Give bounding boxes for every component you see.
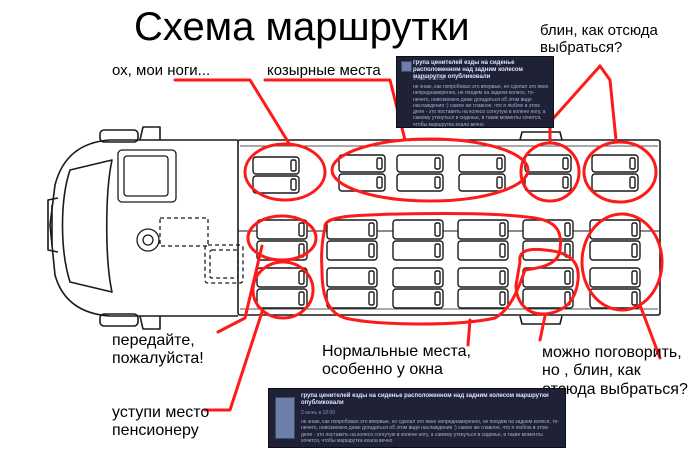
seat	[589, 267, 641, 288]
annotation-pass-please: передайте, пожалуйста!	[112, 332, 204, 368]
seat-back	[434, 243, 441, 258]
outline-best-seats	[330, 137, 530, 203]
outline-pass-seat	[246, 214, 318, 262]
seat	[256, 288, 308, 309]
outline-rear-top-2	[582, 140, 658, 204]
connector-normal	[466, 318, 472, 347]
post-date: 1 янв. в 16:00	[413, 76, 445, 82]
seat-back	[434, 176, 441, 189]
connector-best	[263, 78, 407, 142]
post-image-icon	[275, 397, 295, 439]
driver-area	[117, 149, 244, 284]
seat-back	[434, 157, 441, 170]
post-avatar-icon	[401, 61, 412, 72]
post-date: 2 июнь в 18:00	[301, 410, 336, 416]
connector-legs	[173, 78, 292, 147]
seats	[252, 154, 641, 309]
seat	[591, 154, 639, 173]
seat	[589, 240, 641, 261]
post-card-top: група ценителей езды на сиденье располож…	[396, 56, 554, 128]
seat	[458, 154, 506, 173]
seat-back	[499, 243, 506, 258]
post-body: не знаю, как попробовал это впервые, но …	[413, 84, 549, 128]
connector-talk-1	[538, 314, 547, 342]
post-card-bottom: група ценителей езды на сиденье располож…	[268, 388, 566, 448]
seat-back	[631, 291, 638, 306]
seat	[252, 175, 300, 194]
seat-back	[290, 178, 297, 191]
seat-back	[368, 270, 375, 285]
seat-back	[496, 157, 503, 170]
seat-back	[368, 222, 375, 237]
annotation-talk: можно поговорить, но , блин, как отсюда …	[542, 344, 688, 398]
seat	[252, 156, 300, 175]
outline-talk-seats	[514, 247, 580, 316]
page-title: Схема маршрутки	[134, 5, 470, 49]
seat-back	[368, 291, 375, 306]
seat-back	[298, 270, 305, 285]
seat	[457, 267, 509, 288]
seat	[458, 173, 506, 192]
connector-exit-1	[598, 64, 618, 142]
seat	[457, 219, 509, 240]
seat-back	[434, 222, 441, 237]
seat-back	[376, 157, 383, 170]
outline-normal-seats	[320, 211, 563, 326]
seat-back	[499, 270, 506, 285]
seat	[392, 240, 444, 261]
post-title: група ценителей езды на сиденье располож…	[301, 393, 549, 407]
seat-back	[629, 176, 636, 189]
seat-back	[376, 176, 383, 189]
seat-back	[434, 270, 441, 285]
post-title: група ценителей езды на сиденье располож…	[413, 60, 523, 81]
seat-back	[564, 270, 571, 285]
seat	[457, 288, 509, 309]
seat-back	[629, 157, 636, 170]
post-body: не знаю, как попробовал это впервые, но …	[301, 419, 560, 444]
seat-back	[496, 176, 503, 189]
seat-back	[631, 243, 638, 258]
seat	[396, 154, 444, 173]
seat-back	[631, 270, 638, 285]
seat-back	[499, 222, 506, 237]
seat	[591, 173, 639, 192]
seat-back	[564, 222, 571, 237]
seat	[589, 219, 641, 240]
seat-back	[562, 157, 569, 170]
connector-pass	[216, 244, 264, 334]
seat-back	[631, 222, 638, 237]
seat-back	[298, 222, 305, 237]
seat	[524, 173, 572, 192]
seat	[326, 240, 378, 261]
seat	[392, 288, 444, 309]
seat-back	[434, 291, 441, 306]
seat	[457, 240, 509, 261]
seat-back	[499, 291, 506, 306]
seat-back	[368, 243, 375, 258]
annotation-exit: блин, как отсюда выбраться?	[540, 22, 658, 57]
seat-back	[298, 291, 305, 306]
connector-pensioner	[203, 310, 264, 412]
seat	[326, 267, 378, 288]
seat	[396, 173, 444, 192]
seat-back	[290, 159, 297, 172]
annotation-normal-seats: Нормальные места, особенно у окна	[322, 343, 471, 379]
annotation-legs: ох, мои ноги...	[112, 62, 211, 79]
seat	[392, 219, 444, 240]
red-outlines	[173, 64, 664, 412]
seat	[256, 219, 308, 240]
seat	[338, 154, 386, 173]
seat	[392, 267, 444, 288]
seat	[326, 219, 378, 240]
annotation-best-seats: козырные места	[267, 62, 381, 79]
outline-legs-seats	[243, 142, 327, 202]
seat-back	[562, 176, 569, 189]
outline-rear-bottom	[580, 212, 664, 312]
annotation-pensioner: уступи место пенсионеру	[112, 404, 210, 440]
connector-talk-2	[638, 303, 662, 360]
